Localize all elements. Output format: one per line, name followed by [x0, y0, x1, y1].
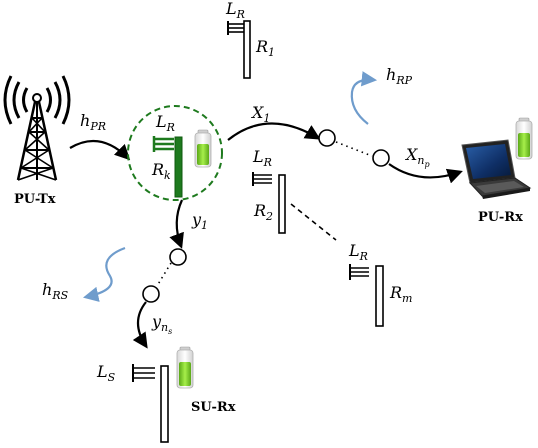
su-rx-battery-icon — [176, 346, 194, 389]
hop-node-4 — [142, 285, 160, 303]
yns-arrow — [132, 301, 148, 349]
relay-rk: LR Rk — [151, 112, 212, 198]
h-pr-label: hPR — [80, 111, 106, 133]
x1-label: X1 — [250, 103, 270, 125]
relay-rk-antenna-label: LR — [155, 112, 175, 134]
xnp-label: Xnp — [404, 145, 430, 169]
relay-rm-antenna-label: LR — [348, 241, 368, 263]
selected-relay-circle — [127, 105, 223, 201]
relay-rm-antenna-icon — [349, 264, 384, 327]
relay-r2: LR R2 — [252, 147, 286, 234]
pu-rx-battery-icon — [515, 117, 533, 160]
y1-label: y1 — [191, 210, 208, 232]
h-rp-arrow — [350, 71, 378, 125]
su-rx-label: SU-Rx — [191, 400, 236, 415]
relay-r2-antenna-icon — [252, 172, 286, 234]
relay-rm-name: Rm — [389, 283, 412, 305]
su-rx: LS SU-Rx — [96, 346, 236, 443]
su-rx-antenna-icon — [132, 364, 169, 443]
relay-rm: LR Rm — [348, 241, 412, 327]
x1-arrow — [227, 122, 321, 141]
hop-dots-su — [156, 262, 172, 287]
su-rx-antenna-label: LS — [96, 362, 116, 384]
hop-node-2 — [372, 149, 390, 167]
h-pr-arrow — [69, 139, 131, 161]
pu-tx-label: PU-Tx — [14, 192, 56, 207]
relay-r2-name: R2 — [253, 201, 273, 223]
xnp-arrow — [388, 163, 463, 184]
pu-rx-label: PU-Rx — [478, 210, 523, 225]
pu-rx-laptop-icon — [461, 139, 532, 199]
relay-r1-antenna-icon — [227, 20, 251, 79]
relay-r1-antenna-label: LR — [225, 0, 245, 21]
h-rp-label: hRP — [386, 65, 413, 87]
relay-rk-name: Rk — [151, 160, 171, 182]
h-rs-label: hRS — [42, 280, 69, 302]
hop-node-3 — [169, 248, 187, 266]
relay-r2-antenna-label: LR — [252, 147, 272, 169]
yns-label: yns — [151, 312, 172, 336]
relay-rk-battery-icon — [194, 129, 212, 168]
relay-r1-name: R1 — [255, 37, 275, 59]
relay-rk-antenna-icon — [152, 136, 183, 198]
hop-dots-pu — [335, 141, 373, 157]
h-rs-arrow — [82, 246, 126, 302]
hop-node-1 — [318, 129, 336, 147]
y1-arrow — [169, 199, 184, 249]
relay-dashed-link — [290, 203, 337, 241]
relay-r1: LR R1 — [225, 0, 275, 79]
pu-tx-tower-icon — [3, 75, 71, 181]
